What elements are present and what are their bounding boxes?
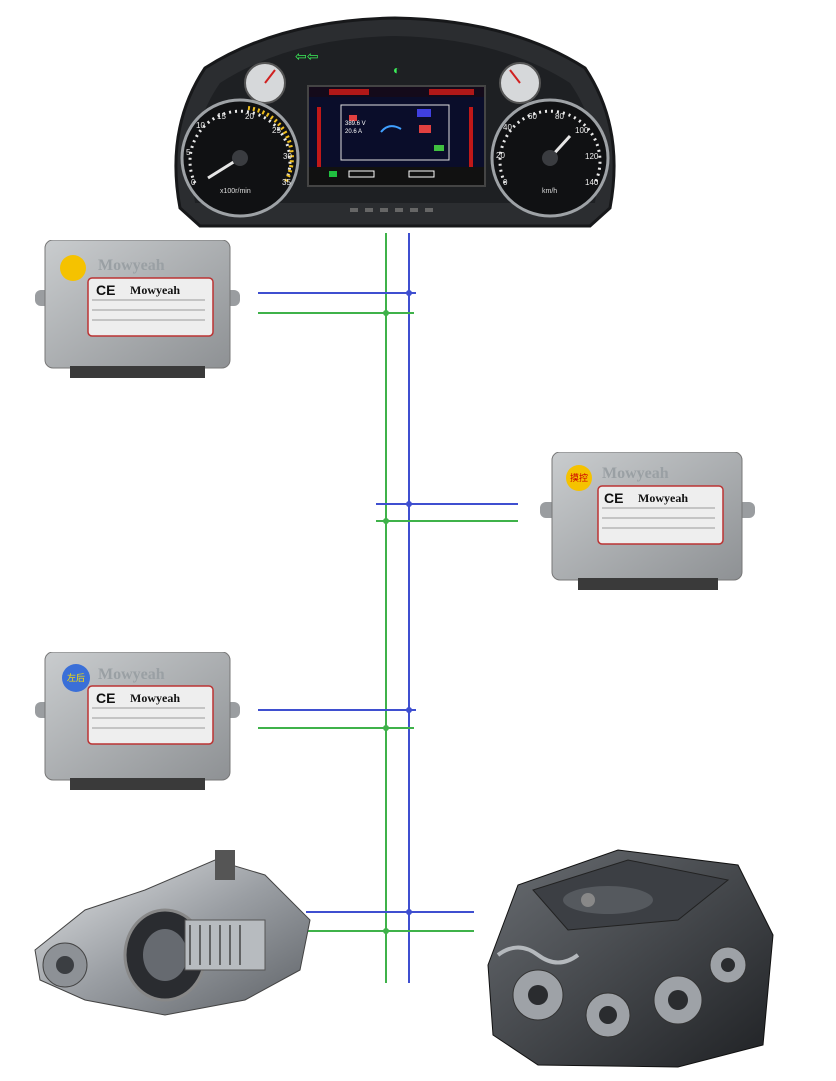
speedo-tick-100: 100	[575, 126, 589, 135]
tacho-tick-10: 10	[196, 121, 205, 130]
tacho-unit: x100r/min	[220, 188, 251, 195]
ecu-badge: 左后	[62, 664, 90, 692]
instrument-cluster: 0 5 10 15 20 25 30 35 x100r/min 0 20 40 …	[160, 8, 630, 233]
ce-mark: CE	[96, 690, 116, 706]
speedo-tick-140: 140	[585, 178, 599, 187]
tacho-tick-15: 15	[217, 112, 226, 121]
speedo-tick-0: 0	[503, 178, 508, 187]
speedo-tick-120: 120	[585, 152, 599, 161]
tacho-tick-35: 35	[282, 178, 291, 187]
speedo-tick-80: 80	[555, 112, 564, 121]
headlight-icon: ◐	[393, 63, 401, 77]
turn-signal-icon: ⇦⇦	[295, 48, 319, 64]
lcd-voltage: 389.6 V	[345, 121, 366, 127]
tacho-tick-0: 0	[191, 178, 196, 187]
tacho-tick-5: 5	[186, 148, 191, 157]
ecu-badge	[60, 255, 86, 281]
ecu-label-brand: Mowyeah	[638, 491, 688, 505]
tacho-tick-30: 30	[283, 152, 292, 161]
lcd-screen: 389.6 V 20.6 A	[307, 85, 486, 187]
ecu-brand-watermark: Mowyeah	[602, 465, 669, 482]
ecu-label-brand: Mowyeah	[130, 691, 180, 705]
speedo-unit: km/h	[542, 188, 558, 195]
speedo-tick-60: 60	[528, 112, 537, 121]
ecu-brand-watermark: Mowyeah	[98, 666, 165, 683]
tacho-tick-25: 25	[272, 126, 281, 135]
ce-mark: CE	[96, 282, 116, 298]
ecu-module-2: 摸控 Mowyeah CE Mowyeah	[540, 452, 755, 592]
transmission-image	[25, 840, 315, 1020]
ce-mark: CE	[604, 490, 624, 506]
speedo-tick-20: 20	[496, 151, 505, 160]
tacho-tick-20: 20	[245, 112, 254, 121]
lcd-current: 20.6 A	[345, 129, 363, 135]
ecu-module-1: Mowyeah CE Mowyeah	[30, 240, 245, 380]
engine-image	[478, 845, 778, 1070]
speedo-tick-40: 40	[503, 123, 512, 132]
ecu-module-3: 左后 Mowyeah CE Mowyeah	[30, 652, 245, 792]
ecu-badge: 摸控	[566, 465, 592, 491]
ecu-brand-watermark: Mowyeah	[98, 257, 165, 274]
ecu-label-brand: Mowyeah	[130, 283, 180, 297]
